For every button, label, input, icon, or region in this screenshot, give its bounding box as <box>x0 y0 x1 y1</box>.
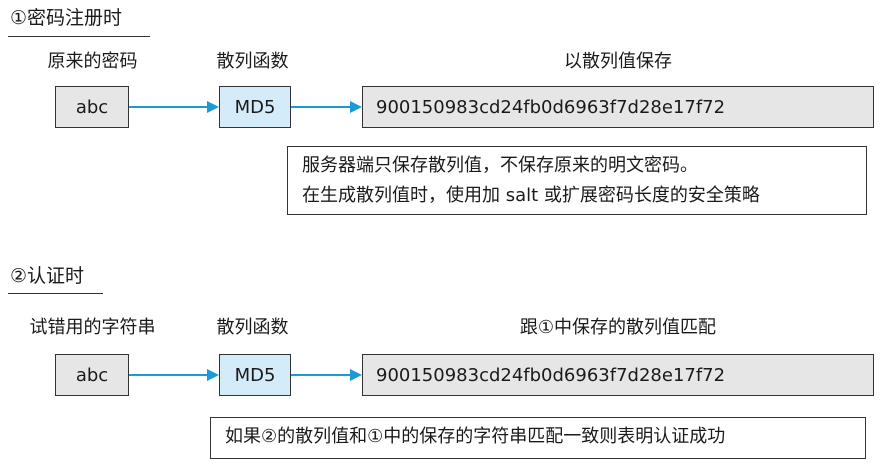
register-function-value: MD5 <box>234 96 276 118</box>
auth-input-box: abc <box>55 354 129 396</box>
register-hash-box: 900150983cd24fb0d6963f7d28e17f72 <box>362 86 874 128</box>
auth-arrow-input-to-function <box>129 369 219 381</box>
register-function-box: MD5 <box>219 86 291 128</box>
register-input-value: abc <box>75 96 109 118</box>
auth-input-value: abc <box>75 364 109 386</box>
auth-function-label: 散列函数 <box>216 317 289 338</box>
auth-output-label: 跟①中保存的散列值匹配 <box>519 317 717 338</box>
auth-arrow-function-to-hash <box>291 369 362 381</box>
register-function-label: 散列函数 <box>216 51 289 72</box>
auth-heading: ②认证时 <box>10 265 85 287</box>
auth-function-value: MD5 <box>234 364 276 386</box>
auth-hash-box: 900150983cd24fb0d6963f7d28e17f72 <box>362 354 874 396</box>
register-arrow-function-to-hash <box>291 101 362 113</box>
auth-input-label: 试错用的字符串 <box>29 317 156 338</box>
auth-hash-value: 900150983cd24fb0d6963f7d28e17f72 <box>376 364 726 386</box>
register-hash-value: 900150983cd24fb0d6963f7d28e17f72 <box>376 96 726 118</box>
register-heading: ①密码注册时 <box>10 7 123 29</box>
register-note: 服务器端只保存散列值，不保存原来的明文密码。 在生成散列值时，使用加 salt … <box>287 146 867 215</box>
auth-function-box: MD5 <box>219 354 291 396</box>
register-input-box: abc <box>55 86 129 128</box>
register-note-line: 在生成散列值时，使用加 salt 或扩展密码长度的安全策略 <box>302 185 760 206</box>
register-output-label: 以散列值保存 <box>564 51 672 72</box>
auth-note-line: 如果②的散列值和①中的保存的字符串匹配一致则表明认证成功 <box>225 426 726 447</box>
auth-heading-underline <box>8 293 103 294</box>
register-arrow-input-to-function <box>129 101 219 113</box>
register-note-line: 服务器端只保存散列值，不保存原来的明文密码。 <box>302 155 698 176</box>
register-input-label: 原来的密码 <box>47 51 138 72</box>
register-heading-underline <box>8 36 150 37</box>
auth-note: 如果②的散列值和①中的保存的字符串匹配一致则表明认证成功 <box>210 417 866 459</box>
